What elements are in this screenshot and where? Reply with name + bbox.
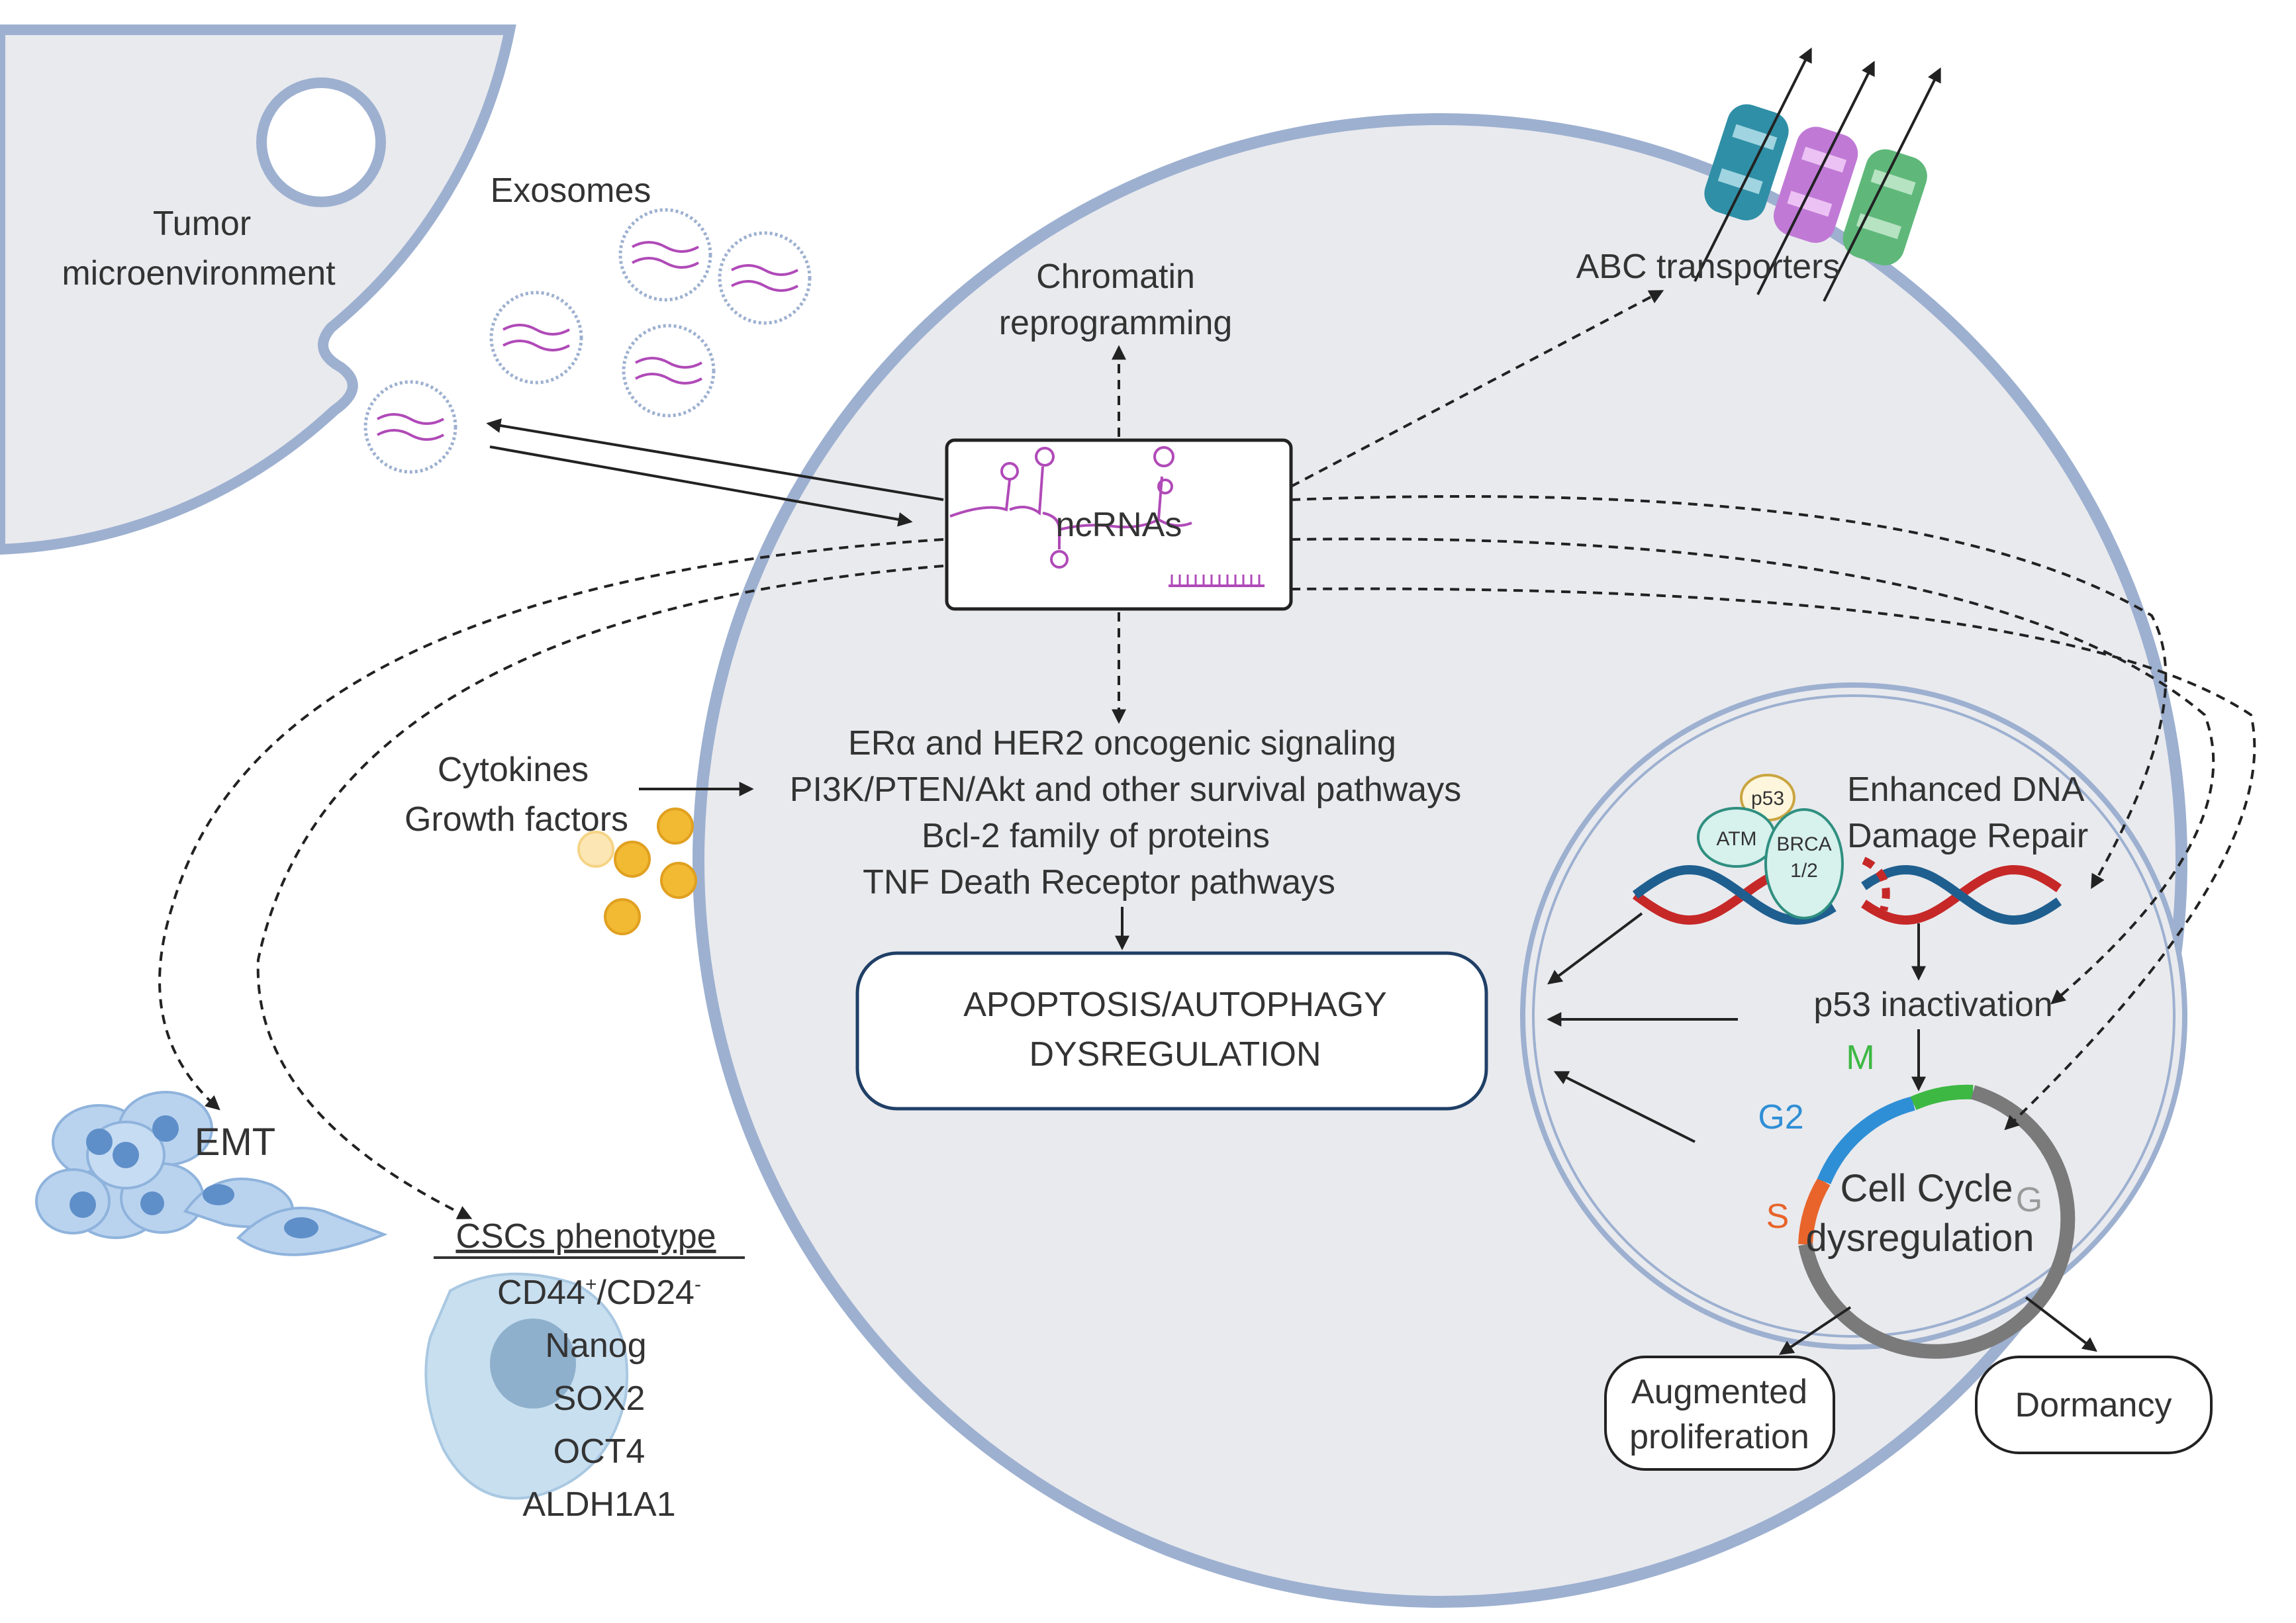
brca-label-2: 1/2: [1790, 860, 1818, 882]
cscs-label: CSCs phenotype: [455, 1217, 716, 1256]
ncrnas-box: ncRNAs: [945, 438, 1293, 611]
nanog-label: Nanog: [545, 1326, 646, 1365]
apoptosis-label-2: DYSREGULATION: [1029, 1035, 1321, 1074]
pathway-bcl2: Bcl-2 family of proteins: [922, 817, 1270, 855]
tumor-label-2: microenvironment: [62, 254, 336, 293]
augmented-proliferation-box: Augmented proliferation: [1604, 1356, 1835, 1471]
p53-protein-label: p53: [1751, 788, 1784, 810]
growth-factor-particles: [577, 808, 697, 935]
phase-g-label: G: [2016, 1181, 2042, 1219]
sox2-label: SOX2: [553, 1379, 646, 1418]
phase-s-label: S: [1766, 1197, 1790, 1236]
tumor-microenvironment-cell: Tumor microenvironment: [0, 24, 516, 555]
ncrnas-label: ncRNAs: [1056, 506, 1182, 544]
cell-cycle-label-2: dysregulation: [1806, 1217, 2034, 1260]
tumor-label-1: Tumor: [153, 205, 251, 243]
oct4-label: OCT4: [553, 1432, 646, 1471]
abc-transporters: ABC transporters: [1576, 47, 1941, 302]
pathway-tnf: TNF Death Receptor pathways: [863, 863, 1335, 902]
exosome-vesicle: [489, 291, 583, 385]
vesicle: [256, 77, 386, 207]
abc-label: ABC transporters: [1576, 248, 1841, 286]
cell-cycle-label-1: Cell Cycle: [1840, 1167, 2013, 1210]
emt-cells: [35, 1091, 388, 1256]
phase-g2-label: G2: [1758, 1098, 1803, 1136]
augmented-label-2: proliferation: [1629, 1418, 1809, 1456]
cell-cycle: [1798, 1084, 2076, 1359]
dna-repair-proteins: p53 ATM BRCA 1/2: [1697, 774, 1844, 919]
p53-inactivation-label: p53 inactivation: [1813, 986, 2052, 1024]
exosomes-label: Exosomes: [491, 171, 651, 210]
dormancy-label: Dormancy: [2015, 1386, 2172, 1424]
emt-label: EMT: [195, 1121, 275, 1164]
chromatin-label-2: reprogramming: [999, 304, 1233, 342]
phase-m-label: M: [1846, 1039, 1874, 1077]
apoptosis-label-1: APOPTOSIS/AUTOPHAGY: [963, 986, 1387, 1024]
atm-label: ATM: [1716, 828, 1756, 850]
dna-repair-label-1: Enhanced DNA: [1847, 770, 2085, 809]
signaling-pathways: ERα and HER2 oncogenic signaling PI3K/PT…: [790, 724, 1461, 902]
exosome-vesicle: [363, 380, 457, 474]
dormancy-box: Dormancy: [1975, 1356, 2213, 1454]
pathway-pi3k: PI3K/PTEN/Akt and other survival pathway…: [790, 770, 1461, 809]
exosome-vesicle: [718, 231, 812, 325]
exosome-vesicle: [622, 324, 716, 418]
cytokines-label: Cytokines: [438, 751, 589, 789]
exosomes: Exosomes: [363, 171, 812, 474]
dna-repair-label-2: Damage Repair: [1847, 817, 2088, 855]
brca-label-1: BRCA: [1776, 833, 1831, 855]
cd44-cd24-label: CD44+/CD24-: [497, 1274, 701, 1312]
aldh1a1-label: ALDH1A1: [522, 1485, 675, 1524]
apoptosis-box: APOPTOSIS/AUTOPHAGY DYSREGULATION: [855, 951, 1488, 1111]
csc-cell: [424, 1272, 629, 1500]
exosome-vesicle: [618, 208, 712, 302]
nucleus: [1520, 682, 2187, 1350]
arrows: [158, 290, 2256, 1356]
chromatin-label-1: Chromatin: [1036, 257, 1195, 296]
pathway-er-her2: ERα and HER2 oncogenic signaling: [848, 724, 1396, 763]
augmented-label-1: Augmented: [1631, 1373, 1807, 1411]
